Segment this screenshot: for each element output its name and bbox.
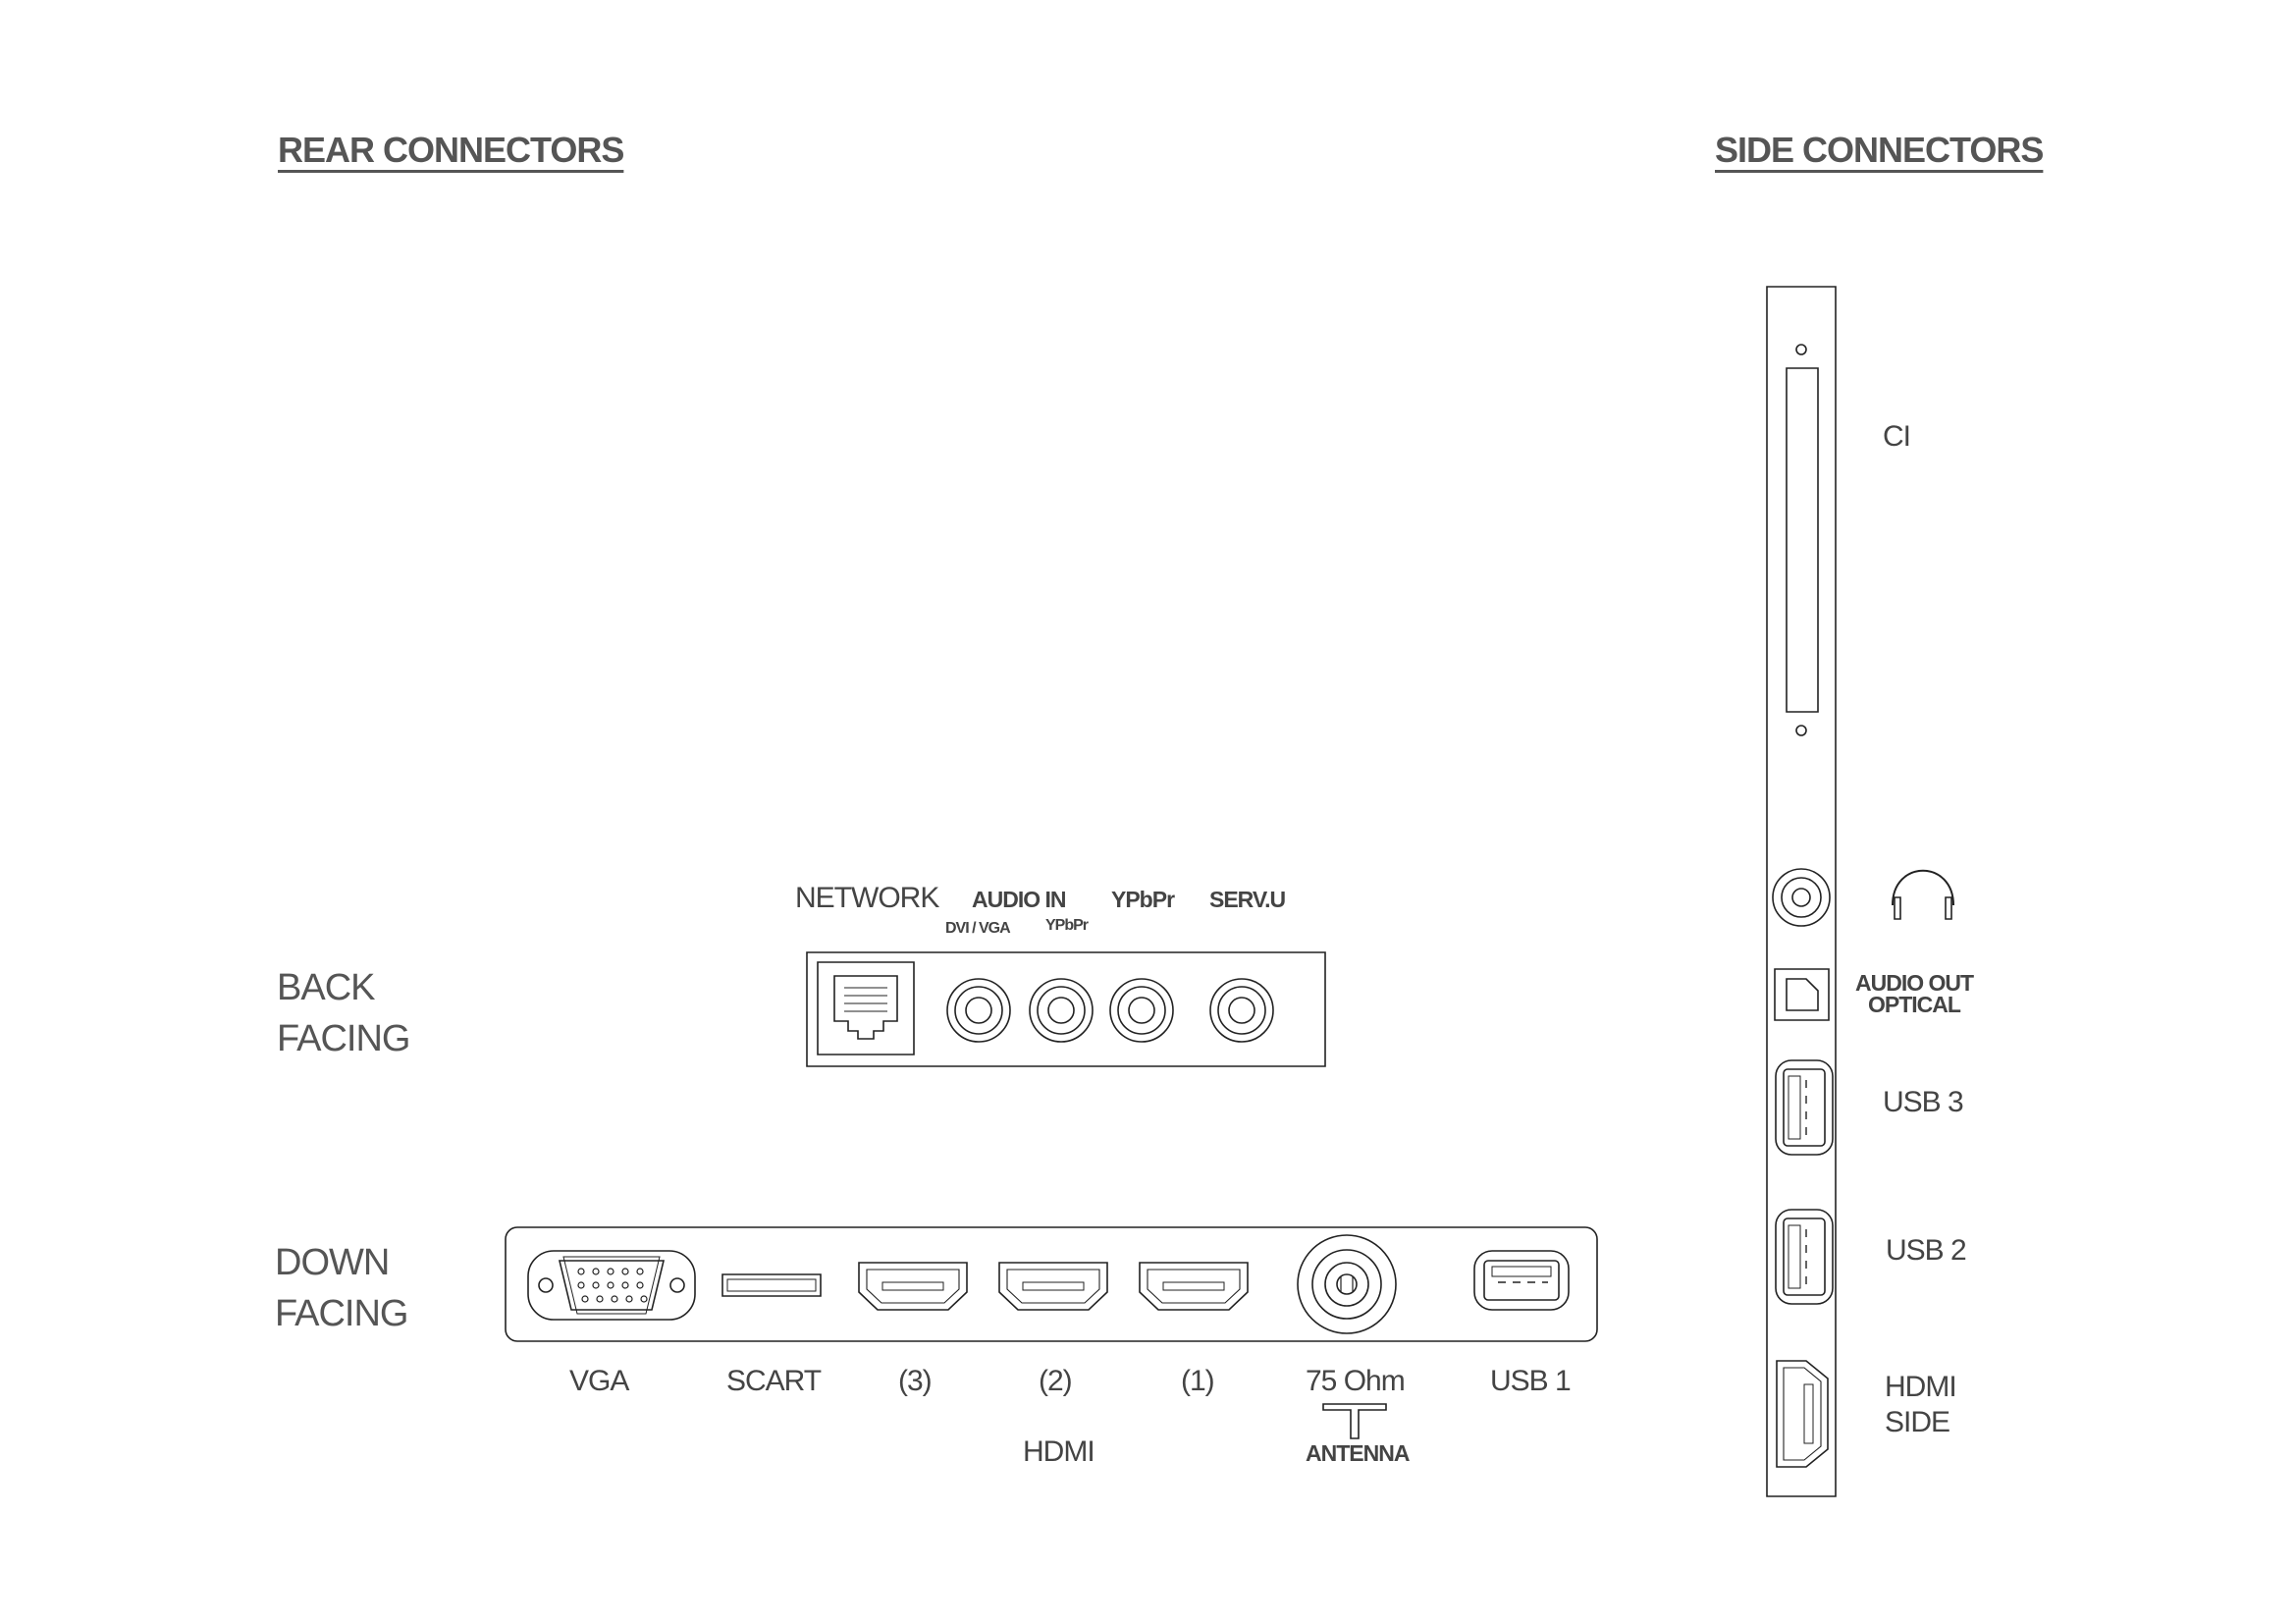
hdmi1-port-icon xyxy=(1140,1263,1248,1310)
optical-port-icon xyxy=(1775,969,1829,1020)
antenna-icon xyxy=(1323,1404,1386,1438)
rca-jack-serv-u xyxy=(1210,979,1273,1042)
headphone-jack-icon xyxy=(1773,869,1830,926)
vga-pin xyxy=(578,1282,584,1288)
hdmi-side-line1: HDMI xyxy=(1885,1371,1957,1403)
hdmi-group-label: HDMI xyxy=(1023,1435,1095,1468)
vga-pin xyxy=(622,1282,628,1288)
audio-in-ypbpr-label: YPbPr xyxy=(1045,917,1089,934)
hdmi1-label: (1) xyxy=(1181,1365,1215,1397)
rca-jack-ypbpr xyxy=(1110,979,1173,1042)
hdmi2-label: (2) xyxy=(1039,1365,1073,1397)
scart-port-icon xyxy=(722,1274,821,1296)
vga-pin xyxy=(593,1282,599,1288)
usb3-label: USB 3 xyxy=(1883,1086,1964,1118)
back-panel-outline xyxy=(807,952,1325,1066)
hdmi3-port-icon xyxy=(859,1263,967,1310)
audio-in-label: AUDIO IN xyxy=(972,887,1066,912)
vga-label: VGA xyxy=(569,1365,629,1397)
ohm-label: 75 Ohm xyxy=(1306,1365,1406,1397)
vga-pin xyxy=(608,1282,614,1288)
vga-port-icon xyxy=(528,1251,695,1320)
hdmi-side-line2: SIDE xyxy=(1885,1406,1950,1438)
ci-slot-icon xyxy=(1787,345,1818,735)
back-facing-label: BACK FACING xyxy=(277,962,410,1064)
side-panel-outline xyxy=(1767,287,1836,1496)
vga-pin xyxy=(612,1296,617,1302)
ci-label: CI xyxy=(1883,420,1911,453)
hdmi3-label: (3) xyxy=(898,1365,933,1397)
audio-in-dvi-vga-label: DVI / VGA xyxy=(945,920,1011,937)
rca-jack-ypbpr-audio xyxy=(1030,979,1093,1042)
headphone-icon xyxy=(1893,871,1953,919)
vga-pin xyxy=(622,1269,628,1274)
ethernet-port-icon xyxy=(818,962,914,1055)
vga-pin xyxy=(637,1269,643,1274)
vga-pin xyxy=(641,1296,647,1302)
vga-pin xyxy=(626,1296,632,1302)
scart-label: SCART xyxy=(726,1365,822,1397)
usb2-label: USB 2 xyxy=(1886,1234,1967,1267)
usb2-port-icon xyxy=(1776,1210,1833,1304)
usb1-label: USB 1 xyxy=(1490,1365,1572,1397)
rca-jack-dvi-vga xyxy=(947,979,1010,1042)
side-connectors-heading: SIDE CONNECTORS xyxy=(1715,130,2044,170)
down-panel-outline xyxy=(506,1227,1597,1341)
vga-pin xyxy=(637,1282,643,1288)
network-label: NETWORK xyxy=(795,882,939,914)
down-facing-line1: DOWN xyxy=(275,1242,390,1283)
vga-pin xyxy=(578,1269,584,1274)
hdmi-side-port-icon xyxy=(1777,1361,1828,1467)
antenna-label: ANTENNA xyxy=(1306,1440,1410,1466)
audio-out-label: AUDIO OUT xyxy=(1855,970,1974,996)
down-facing-line2: FACING xyxy=(275,1293,408,1334)
rear-connectors-heading: REAR CONNECTORS xyxy=(278,130,624,170)
usb3-port-icon xyxy=(1776,1060,1833,1155)
back-facing-line1: BACK xyxy=(277,967,375,1008)
down-facing-label: DOWN FACING xyxy=(275,1237,408,1339)
vga-pin xyxy=(608,1269,614,1274)
optical-label: OPTICAL xyxy=(1868,992,1961,1017)
usb1-port-icon xyxy=(1474,1251,1569,1310)
vga-pin xyxy=(597,1296,603,1302)
ypbpr-label: YPbPr xyxy=(1111,887,1175,912)
serv-u-label: SERV.U xyxy=(1209,887,1286,912)
antenna-port-icon xyxy=(1298,1235,1396,1333)
hdmi-side-label: HDMI SIDE xyxy=(1885,1370,1957,1440)
vga-pin xyxy=(593,1269,599,1274)
hdmi2-port-icon xyxy=(999,1263,1107,1310)
vga-pin xyxy=(582,1296,588,1302)
back-facing-line2: FACING xyxy=(277,1018,410,1059)
